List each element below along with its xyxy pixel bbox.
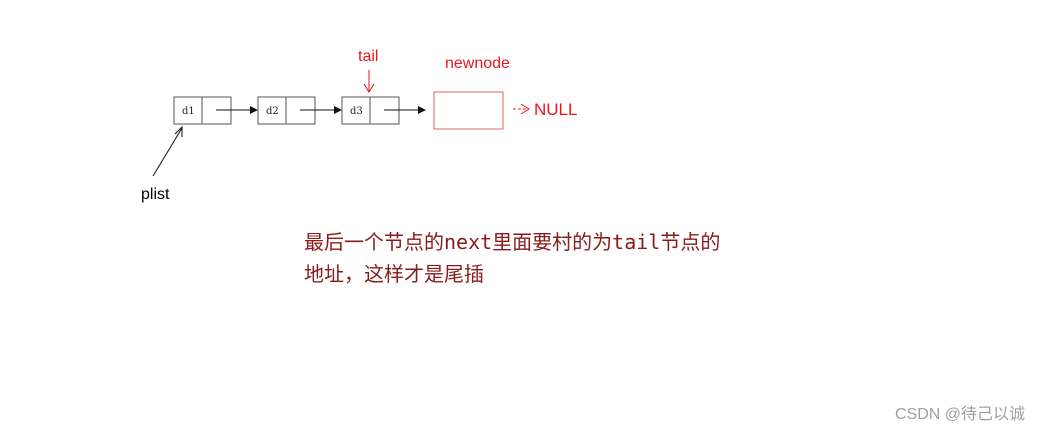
plist-pointer-arrow bbox=[152, 125, 183, 177]
tail-label: tail bbox=[358, 48, 378, 65]
tail-pointer-arrow bbox=[363, 70, 375, 93]
explanation-note: 最后一个节点的next里面要村的为tail节点的 地址，这样才是尾插 bbox=[304, 226, 824, 290]
note-line-2: 地址，这样才是尾插 bbox=[304, 262, 484, 286]
newnode-box bbox=[433, 91, 504, 130]
list-node-d3: d3 bbox=[341, 96, 400, 125]
null-label: NULL bbox=[534, 100, 577, 119]
plist-label: plist bbox=[141, 186, 170, 203]
node-data-label: d2 bbox=[266, 106, 279, 117]
null-pointer-arrow bbox=[513, 103, 530, 115]
node-data-label: d1 bbox=[182, 106, 195, 117]
node-data-label: d3 bbox=[350, 106, 363, 117]
csdn-watermark: CSDN @待己以诚 bbox=[894, 406, 1025, 423]
newnode-label: newnode bbox=[445, 55, 510, 72]
note-line-1: 最后一个节点的next里面要村的为tail节点的 bbox=[304, 230, 721, 254]
